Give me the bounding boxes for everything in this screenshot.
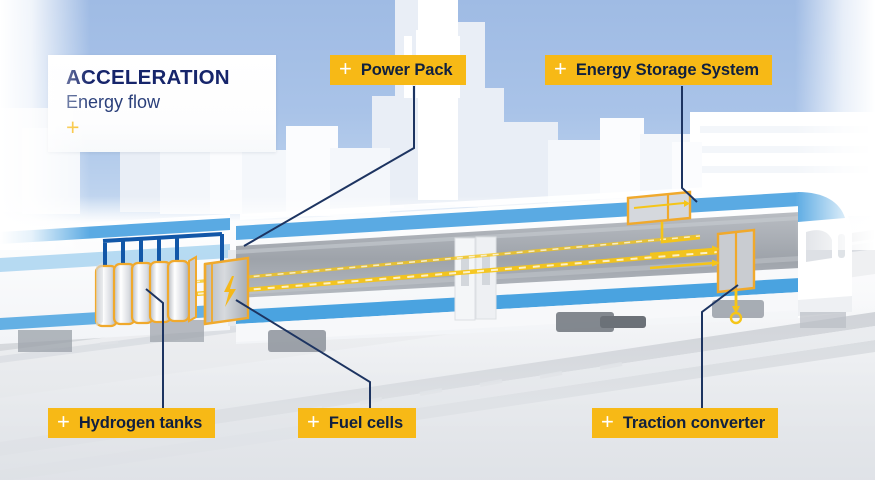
edge-fade-left [0, 0, 90, 250]
label-fuel-cells[interactable]: + Fuel cells [298, 408, 417, 438]
plus-icon: + [307, 409, 320, 434]
energy-flow-path [169, 234, 719, 299]
label-power-pack[interactable]: + Power Pack [330, 55, 466, 85]
label-hydrogen-tanks[interactable]: + Hydrogen tanks [48, 408, 216, 438]
info-card-heading: ACCELERATION [66, 66, 230, 89]
edge-fade-right [795, 0, 875, 250]
hydrogen-tanks-component [94, 232, 224, 328]
energy-storage-system-component [626, 190, 701, 244]
info-card-subheading: Energy flow [66, 91, 161, 112]
plus-icon: + [601, 409, 614, 434]
plus-icon: + [57, 409, 70, 434]
fuel-cells-component [203, 256, 250, 326]
leader-hydrogen-tanks [145, 288, 164, 408]
label-energy-storage-system[interactable]: + Energy Storage System [545, 55, 772, 85]
label-text: Power Pack [360, 60, 453, 79]
label-text: Traction converter [622, 413, 766, 432]
leader-fuel-cells [235, 299, 371, 408]
leader-power-pack [243, 86, 415, 247]
label-text: Energy Storage System [575, 60, 759, 79]
leader-energy-storage-system [681, 86, 698, 203]
info-card-expand-icon[interactable]: + [66, 116, 276, 139]
label-traction-converter[interactable]: + Traction converter [592, 408, 779, 438]
leader-traction-converter [701, 284, 739, 408]
traction-converter-component [649, 228, 756, 325]
label-text: Hydrogen tanks [78, 413, 203, 432]
lightning-bolt-icon [224, 276, 236, 307]
label-text: Fuel cells [328, 413, 404, 432]
plus-icon: + [554, 56, 567, 81]
plus-icon: + [339, 56, 352, 81]
